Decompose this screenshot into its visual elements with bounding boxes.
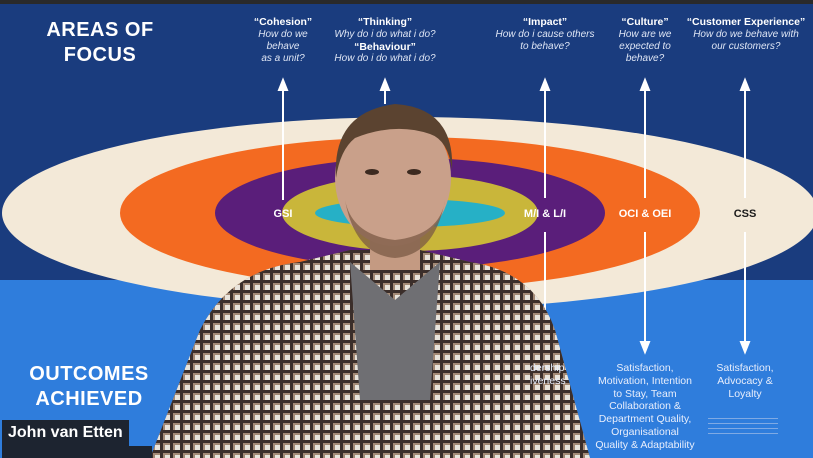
column-question: Why do i do what i do? [334, 28, 436, 40]
ring-label-css: CSS [733, 208, 757, 220]
arrow-down-icon [639, 341, 651, 355]
ring-label-gsi: GSI [273, 208, 293, 220]
column-header-2: “Behaviour” [354, 40, 416, 53]
beard [345, 200, 445, 258]
tile-top-border [0, 0, 813, 4]
outcome-culture: Satisfaction, Motivation, Intention to S… [595, 362, 695, 451]
arrow-up-icon [639, 77, 651, 91]
hair [335, 104, 453, 178]
arrow-up-icon [379, 77, 391, 91]
column-question: How do i cause others to behave? [495, 28, 595, 52]
participant-name-subbar [2, 446, 152, 458]
arrow-up-icon [277, 77, 289, 91]
eye-right [407, 169, 421, 175]
outcome-leadership: dership iveness [530, 362, 566, 387]
participant-name-tag: John van Etten [2, 420, 129, 447]
arrow-up-icon [739, 77, 751, 91]
column-cohesion: “Cohesion” How do we behave as a unit? [233, 16, 333, 65]
column-header: “Culture” [621, 16, 669, 28]
column-thinking: “Thinking” Why do i do what i do? “Behav… [325, 16, 445, 65]
column-customer-experience: “Customer Experience” How do we behave w… [684, 16, 808, 53]
fine-print-attribution [708, 418, 778, 438]
column-culture: “Culture” How are we expected to behave? [595, 16, 695, 65]
arrow-up-icon [539, 77, 551, 91]
outcomes-achieved-title: OUTCOMES ACHIEVED [29, 363, 149, 410]
column-header: “Cohesion” [253, 16, 313, 28]
column-header: “Impact” [522, 16, 568, 28]
column-impact: “Impact” How do i cause others to behave… [485, 16, 605, 53]
column-header: “Thinking” [357, 16, 413, 28]
column-question-2: How do i do what i do? [334, 53, 436, 65]
column-question: How do we behave with our customers? [693, 28, 799, 52]
areas-of-focus-title: AREAS OF FOCUS [46, 19, 154, 66]
ring-label-mi-li: M/I & L/I [523, 208, 567, 220]
arrow-down-icon [739, 341, 751, 355]
ring-label-oci-oei: OCI & OEI [618, 208, 672, 220]
column-question: How do we behave as a unit? [258, 28, 308, 64]
face [335, 110, 451, 246]
column-question: How are we expected to behave? [618, 28, 672, 64]
undershirt [350, 262, 440, 400]
column-header: “Customer Experience” [686, 16, 806, 28]
participant-video [150, 104, 590, 458]
outcome-customer: Satisfaction, Advocacy & Loyalty [716, 362, 774, 400]
eye-left [365, 169, 379, 175]
